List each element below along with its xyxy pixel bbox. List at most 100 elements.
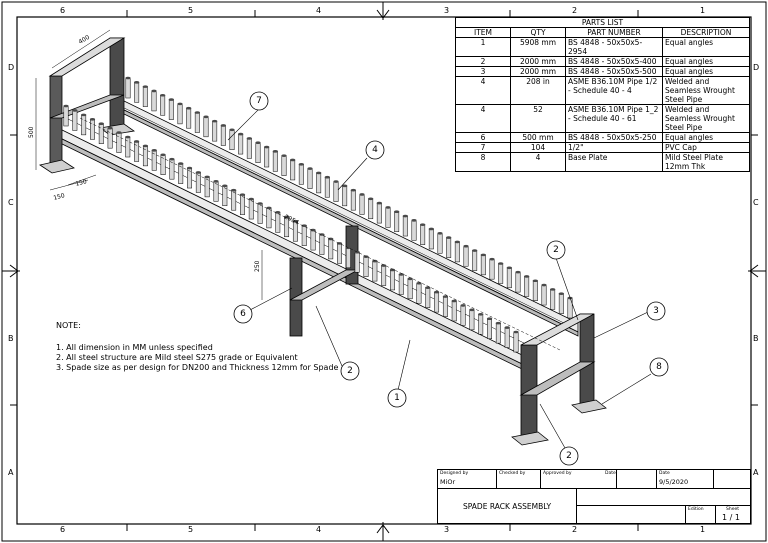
- pipe-cap: [513, 330, 519, 334]
- pipe: [324, 176, 330, 198]
- tb-approved-label: Approved by: [543, 471, 572, 476]
- pipe-cap: [160, 153, 166, 157]
- pipe-cap: [495, 321, 501, 325]
- dim-width-top: 400: [78, 34, 92, 46]
- dim-height-left: 500: [28, 126, 35, 138]
- pipe-cap: [134, 81, 140, 84]
- pipe-cap: [541, 283, 547, 287]
- pipe-cap: [222, 184, 228, 188]
- parts-list-title: PARTS LIST: [455, 17, 750, 28]
- pipe-cap: [169, 157, 175, 161]
- pipe: [333, 181, 339, 202]
- pipe-cap: [229, 128, 235, 132]
- pipe: [240, 194, 245, 215]
- pipe-cap: [125, 135, 131, 139]
- pipe: [238, 133, 244, 155]
- tb-empty: [713, 469, 751, 489]
- pipe: [125, 77, 131, 99]
- pipe-cap: [486, 317, 493, 321]
- parts-cell-desc: Equal angles: [662, 66, 750, 77]
- parts-cell-part: Base Plate: [565, 152, 663, 172]
- pipe: [524, 276, 530, 297]
- parts-cell-item: 7: [455, 142, 511, 153]
- pipe: [368, 198, 374, 220]
- pipe: [489, 258, 495, 280]
- pipe: [229, 129, 235, 151]
- tb-title-cell: SPADE RACK ASSEMBLY: [437, 488, 577, 524]
- pipe: [281, 155, 287, 176]
- parts-list-table: PARTS LIST ITEM QTY PART NUMBER DESCRIPT…: [455, 17, 750, 172]
- parts-cell-desc: Equal angles: [662, 132, 750, 143]
- pipe-cap: [272, 150, 278, 153]
- back-pipe-row: [125, 76, 573, 319]
- parts-cell-desc: Equal angles: [662, 37, 750, 57]
- pipe: [272, 151, 278, 172]
- tb-date-2: Date 9/5/2020: [656, 469, 714, 489]
- pipe-cap: [363, 255, 369, 258]
- tb-date-1: Date: [605, 469, 657, 489]
- pipe: [487, 318, 492, 339]
- note-line-2: 2. All steel structure are Mild steel S2…: [56, 353, 298, 362]
- pipe: [337, 243, 342, 264]
- pipe-cap: [186, 166, 193, 170]
- pipe-cap: [98, 122, 104, 126]
- pipe: [515, 271, 521, 293]
- front-pipe-row: [63, 104, 519, 353]
- zone-col: 5: [188, 525, 194, 534]
- pipe: [350, 189, 356, 211]
- col-header-qty: QTY: [510, 27, 566, 38]
- balloon-7: 7: [256, 96, 262, 106]
- left-post-front: [49, 75, 63, 169]
- pipe-cap: [142, 85, 148, 88]
- pipe: [307, 168, 313, 189]
- pipe-cap: [116, 131, 122, 134]
- pipe-cap: [454, 240, 460, 244]
- zone-row: A: [8, 468, 14, 477]
- pipe-cap: [89, 117, 96, 121]
- tb-sheet-label: Sheet: [726, 507, 740, 512]
- pipe: [420, 224, 426, 245]
- pipe-cap: [489, 257, 495, 261]
- parts-cell-item: 6: [455, 132, 511, 143]
- pipe: [359, 194, 365, 215]
- pipe: [446, 237, 452, 258]
- tb-checked-label: Checked by: [499, 471, 526, 476]
- pipe: [255, 142, 261, 163]
- pipe: [506, 267, 512, 289]
- pipe-cap: [463, 244, 469, 248]
- pipe: [342, 185, 348, 207]
- pipe: [72, 110, 78, 131]
- zone-row: C: [753, 198, 759, 207]
- tb-date-value: 9/5/2020: [659, 478, 689, 486]
- tb-designed-value: MiOr: [440, 478, 456, 486]
- pipe-cap: [385, 206, 391, 209]
- zone-col: 1: [700, 525, 706, 534]
- parts-cell-item: 4: [455, 76, 511, 105]
- pipe-cap: [133, 140, 140, 143]
- parts-cell-part: BS 4848 - 50x50x5-400: [565, 56, 663, 67]
- pipe-cap: [319, 233, 325, 236]
- pipe: [437, 233, 443, 254]
- pipe-cap: [394, 210, 400, 214]
- pipe-cap: [420, 223, 426, 226]
- pipe-cap: [310, 228, 316, 232]
- pipe: [451, 300, 457, 322]
- pipe: [186, 107, 192, 129]
- parts-cell-qty: 2000 mm: [510, 56, 566, 67]
- right-post-back: [579, 313, 595, 407]
- pipe-cap: [324, 175, 330, 179]
- pipe-cap: [81, 113, 87, 117]
- parts-cell-qty: 4: [510, 152, 566, 172]
- tb-blank-cell: [576, 505, 686, 524]
- pipe-cap: [478, 312, 484, 316]
- pipe: [363, 256, 369, 277]
- right-base-plate: [511, 431, 549, 446]
- pipe: [134, 82, 140, 103]
- pipe: [402, 215, 408, 237]
